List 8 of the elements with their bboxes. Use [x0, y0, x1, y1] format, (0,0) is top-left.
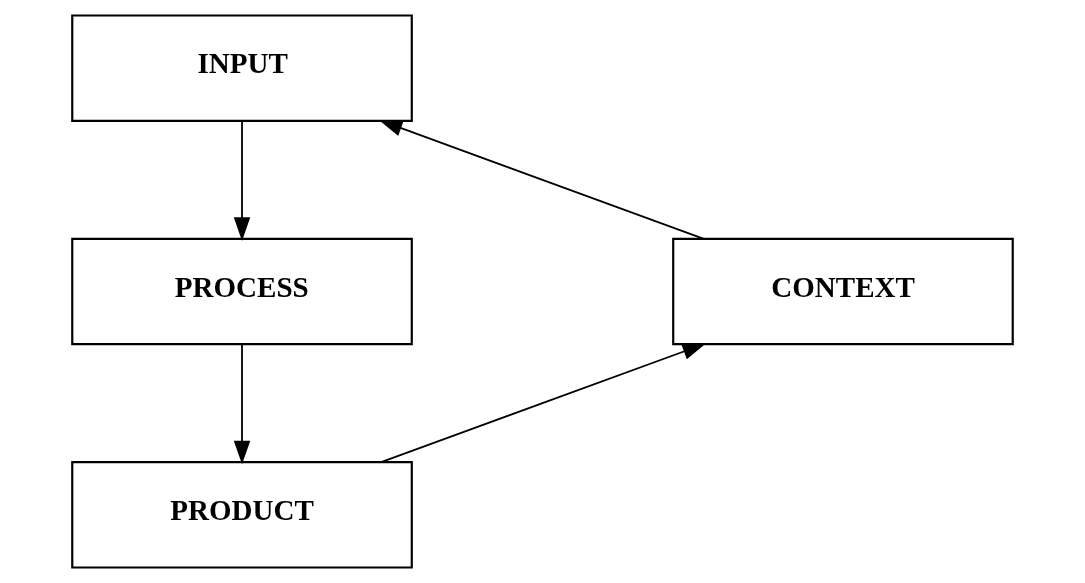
node-box: PRODUCT — [71, 461, 413, 569]
arrow — [233, 343, 251, 465]
node-box: PROCESS — [71, 237, 413, 346]
node-box: INPUT — [71, 14, 413, 122]
arrow — [378, 120, 705, 240]
node-box: CONTEXT — [672, 237, 1014, 346]
arrow — [233, 120, 251, 241]
arrow — [380, 343, 707, 464]
